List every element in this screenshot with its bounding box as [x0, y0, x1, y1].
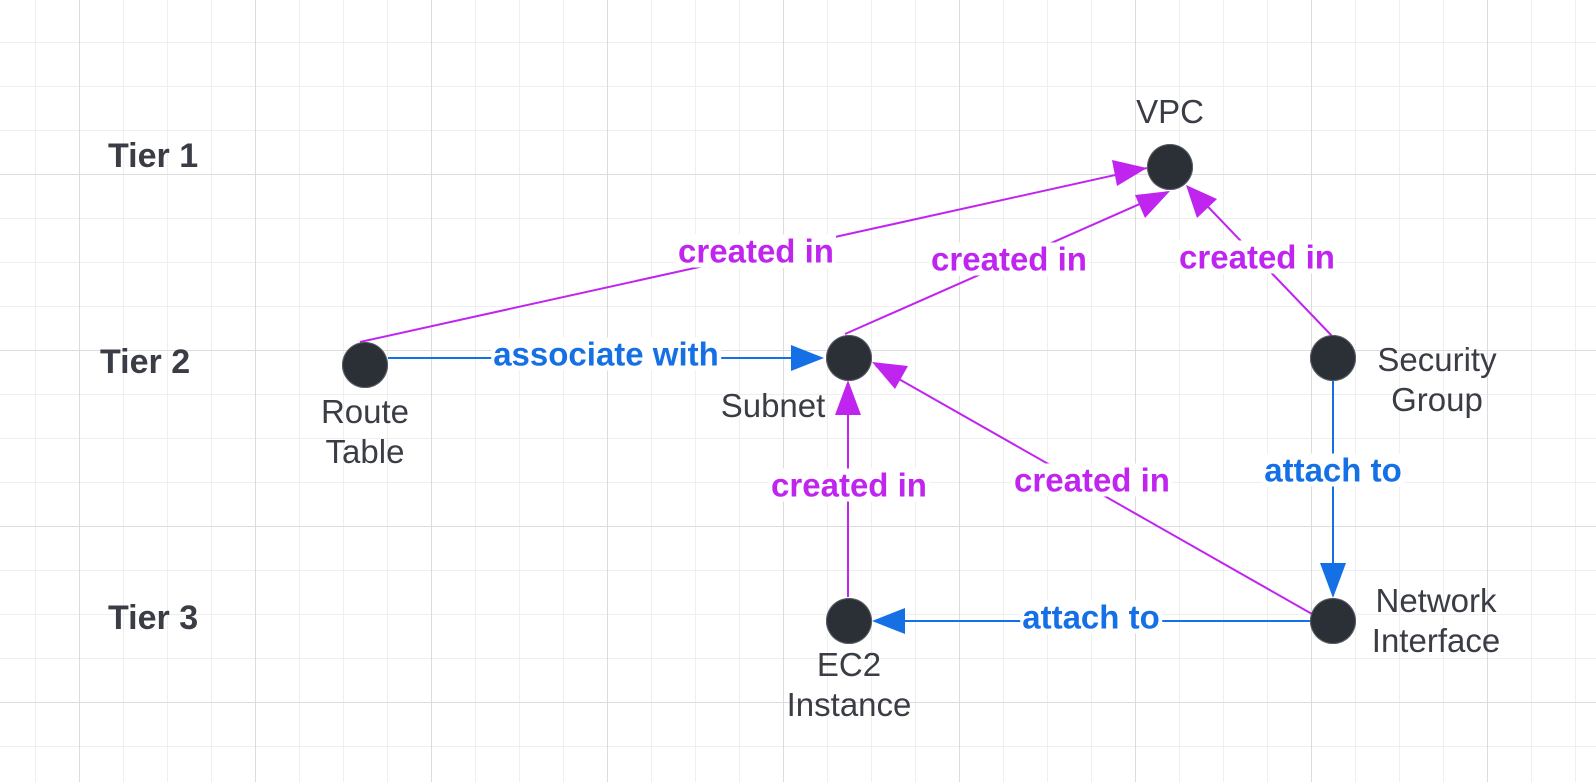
tier-2-label: Tier 2	[100, 343, 191, 381]
network-interface-label: Network Interface	[1371, 582, 1501, 659]
arrowhead-route-table-to-vpc	[1112, 160, 1147, 186]
edge-label-route-table-to-vpc: created in	[676, 232, 836, 270]
security-group-label: Security Group	[1377, 341, 1497, 418]
edge-label-security-group-to-vpc: created in	[1177, 238, 1337, 276]
vpc-node[interactable]	[1147, 144, 1193, 190]
tier-3-label: Tier 3	[108, 599, 199, 637]
arrowhead-subnet-to-vpc	[1135, 191, 1170, 218]
arrowhead-security-group-to-vpc	[1186, 185, 1217, 218]
ec2-instance-node[interactable]	[826, 598, 872, 644]
tier-1-label: Tier 1	[108, 137, 199, 175]
ec2-instance-label: EC2 Instance	[786, 646, 912, 723]
edge-label-ec2-to-subnet: created in	[769, 466, 929, 504]
arrowhead-network-interface-to-subnet	[872, 362, 908, 389]
route-table-label: Route Table	[320, 393, 410, 470]
security-group-node[interactable]	[1310, 335, 1356, 381]
edge-label-subnet-to-vpc: created in	[929, 240, 1089, 278]
edge-label-security-group-to-network-interface: attach to	[1262, 451, 1404, 489]
arrowhead-security-group-to-network-interface	[1320, 563, 1346, 598]
arrowhead-ec2-to-subnet	[835, 380, 861, 415]
edge-label-network-interface-to-ec2: attach to	[1020, 598, 1162, 636]
edge-label-route-table-to-subnet: associate with	[491, 335, 721, 373]
arrowhead-route-table-to-subnet	[791, 345, 824, 371]
route-table-node[interactable]	[342, 342, 388, 388]
network-interface-node[interactable]	[1310, 598, 1356, 644]
arrowhead-network-interface-to-ec2	[872, 608, 905, 634]
vpc-label: VPC	[1136, 93, 1204, 130]
subnet-node[interactable]	[826, 335, 872, 381]
edge-label-network-interface-to-subnet: created in	[1012, 461, 1172, 499]
subnet-label: Subnet	[720, 387, 826, 424]
